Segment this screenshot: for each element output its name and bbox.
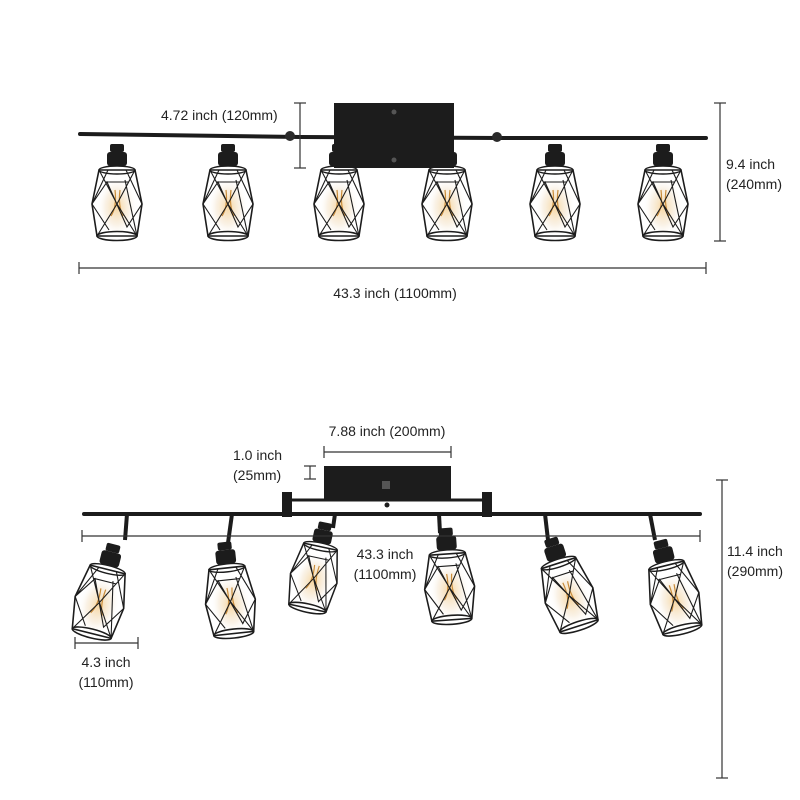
bottom-shade-5 bbox=[525, 529, 605, 639]
bottom-shade-1 bbox=[65, 537, 139, 645]
bottom-bar-width-label: 43.3 inch (1100mm) bbox=[345, 544, 425, 584]
top-dimension-lines bbox=[78, 102, 726, 274]
top-fixture bbox=[78, 103, 708, 242]
top-shade-1 bbox=[91, 143, 143, 242]
top-backplate-drop-label: 4.72 inch (120mm) bbox=[161, 107, 278, 123]
bottom-fixture bbox=[65, 466, 709, 645]
top-height-label-line2: (240mm) bbox=[726, 176, 783, 192]
bottom-shade-4 bbox=[419, 525, 478, 627]
top-shade-5 bbox=[529, 143, 581, 242]
bottom-shade-width-label-line2: (110mm) bbox=[78, 674, 134, 690]
bottom-plate-height-label-line1: 1.0 inch bbox=[233, 447, 283, 463]
top-shade-2 bbox=[202, 143, 254, 242]
top-height-label-line1: 9.4 inch bbox=[726, 156, 776, 172]
bottom-plate-width-label: 7.88 inch (200mm) bbox=[328, 423, 446, 439]
bottom-height-label: 11.4 inch (290mm) bbox=[727, 541, 783, 581]
bottom-shade-width-label-line1: 4.3 inch bbox=[81, 654, 131, 670]
bottom-shade-3 bbox=[282, 516, 350, 618]
top-width-label: 43.3 inch (1100mm) bbox=[333, 285, 457, 301]
bottom-bar-width-label-line2: (1100mm) bbox=[353, 566, 417, 582]
top-bar bbox=[78, 132, 708, 140]
bottom-shade-6 bbox=[635, 533, 709, 641]
top-shade-6 bbox=[637, 143, 689, 242]
bottom-dimension-lines bbox=[74, 446, 728, 779]
top-height-label: 9.4 inch (240mm) bbox=[726, 154, 782, 194]
bottom-plate-height-label-line2: (25mm) bbox=[233, 467, 282, 483]
bottom-height-label-line1: 11.4 inch bbox=[727, 543, 783, 559]
bottom-height-label-line2: (290mm) bbox=[727, 563, 784, 579]
bottom-bar-width-label-line1: 43.3 inch bbox=[356, 546, 414, 562]
bottom-plate-height-label: 1.0 inch (25mm) bbox=[233, 445, 282, 485]
bottom-shade-width-label: 4.3 inch (110mm) bbox=[66, 652, 146, 692]
bottom-shade-2 bbox=[198, 538, 260, 642]
